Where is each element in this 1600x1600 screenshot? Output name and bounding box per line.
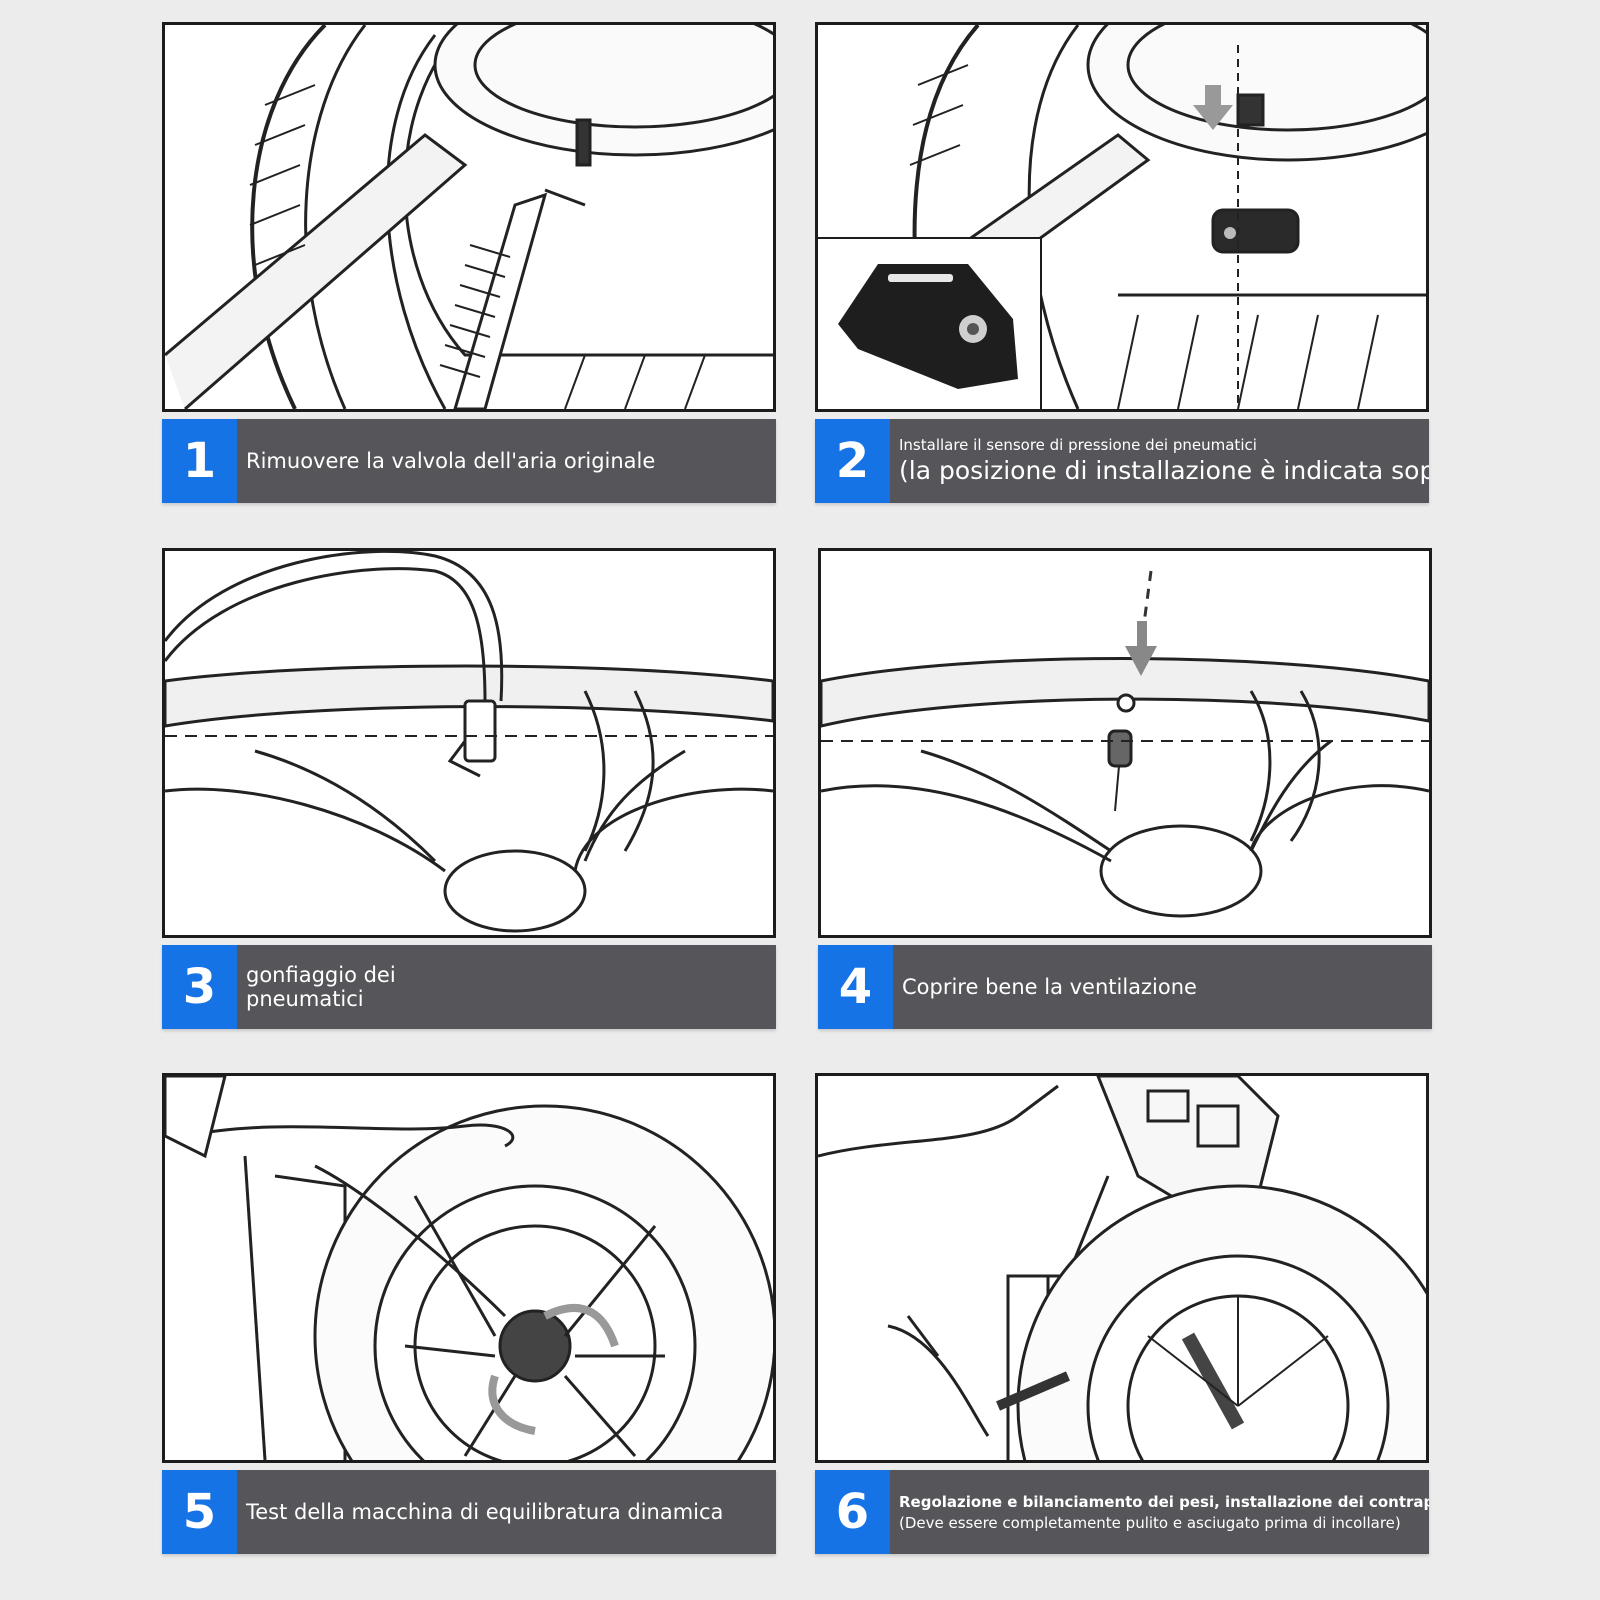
step-3-caption: 3 gonfiaggio dei pneumatici — [162, 945, 776, 1029]
step-2-illustration — [815, 22, 1429, 412]
sensor-closeup-inset — [818, 237, 1042, 409]
step-5-caption: 5 Test della macchina di equilibratura d… — [162, 1470, 776, 1554]
step-number: 6 — [815, 1470, 890, 1554]
step-5-illustration — [162, 1073, 776, 1463]
step-caption-text: Test della macchina di equilibratura din… — [246, 1470, 768, 1554]
valve-removal-drawing — [165, 25, 773, 409]
step-title: Test della macchina di equilibratura din… — [246, 1500, 724, 1524]
step-caption-text: Installare il sensore di pressione dei p… — [899, 419, 1429, 503]
step-note: (la posizione di installazione è indicat… — [899, 456, 1429, 485]
step-number: 3 — [162, 945, 237, 1029]
balancing-machine-drawing — [165, 1076, 773, 1460]
step-3-illustration — [162, 548, 776, 938]
step-caption-text: Coprire bene la ventilazione — [902, 945, 1424, 1029]
step-title: gonfiaggio dei pneumatici — [246, 963, 396, 1011]
step-title: Regolazione e bilanciamento dei pesi, in… — [899, 1492, 1429, 1511]
step-number: 1 — [162, 419, 237, 503]
step-1-caption: 1 Rimuovere la valvola dell'aria origina… — [162, 419, 776, 503]
step-note: (Deve essere completamente pulito e asci… — [899, 1513, 1401, 1532]
step-number: 2 — [815, 419, 890, 503]
step-title: Installare il sensore di pressione dei p… — [899, 436, 1257, 454]
step-number: 4 — [818, 945, 893, 1029]
tpms-sensor-image — [838, 264, 1018, 389]
step-4-illustration — [818, 548, 1432, 938]
valve-cap-drawing — [821, 570, 1429, 918]
step-caption-text: Regolazione e bilanciamento dei pesi, in… — [899, 1470, 1429, 1554]
counterweight-install-drawing — [818, 1076, 1426, 1460]
step-6-illustration — [815, 1073, 1429, 1463]
step-4-caption: 4 Coprire bene la ventilazione — [818, 945, 1432, 1029]
step-1-illustration — [162, 22, 776, 412]
step-number: 5 — [162, 1470, 237, 1554]
step-title: Rimuovere la valvola dell'aria originale — [246, 449, 656, 473]
step-2-caption: 2 Installare il sensore di pressione dei… — [815, 419, 1429, 503]
step-6-caption: 6 Regolazione e bilanciamento dei pesi, … — [815, 1470, 1429, 1554]
step-caption-text: gonfiaggio dei pneumatici — [246, 945, 768, 1029]
step-caption-text: Rimuovere la valvola dell'aria originale — [246, 419, 768, 503]
tire-inflation-drawing — [165, 551, 773, 933]
step-title: Coprire bene la ventilazione — [902, 975, 1197, 999]
